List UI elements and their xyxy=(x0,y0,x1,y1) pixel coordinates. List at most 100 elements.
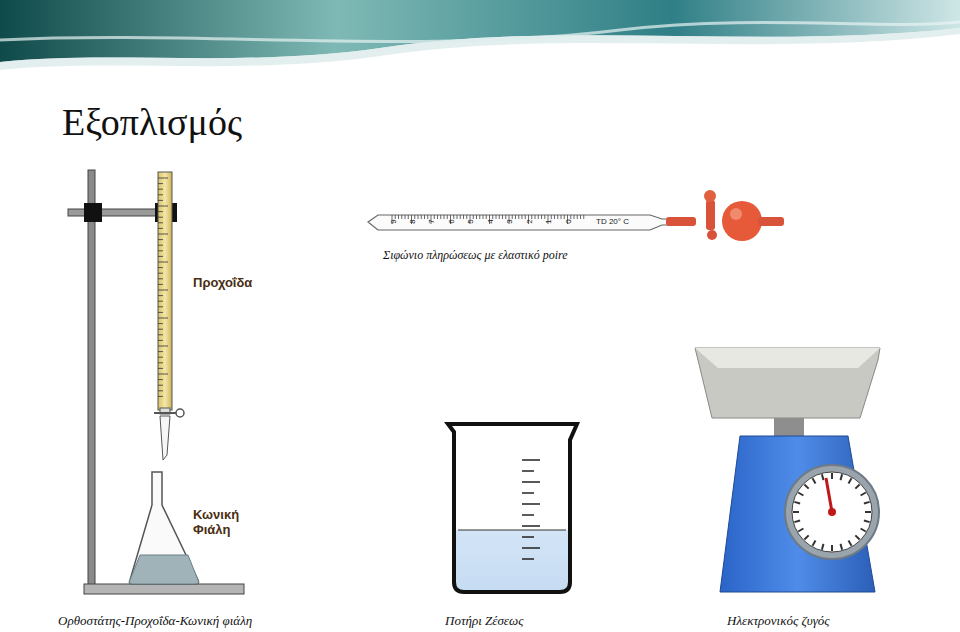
burette-tick xyxy=(158,362,163,363)
pipette-tick xyxy=(414,215,415,219)
burette-tick xyxy=(158,385,163,386)
burette-tick xyxy=(158,200,163,201)
scale-number: 6 xyxy=(447,219,456,223)
pipette-tick xyxy=(483,215,484,219)
burette-tick xyxy=(158,206,168,207)
pipette-tick xyxy=(561,215,562,219)
burette-tick xyxy=(158,234,168,235)
part-label: Κωνική Φιάλη xyxy=(193,507,241,537)
pipette-tick xyxy=(574,215,575,219)
pipette-tick xyxy=(405,215,406,219)
dial-tick xyxy=(804,484,808,488)
beaker-tick xyxy=(522,492,534,494)
caption: Ορθοστάτης-Προχοΐδα-Κωνική φιάλη xyxy=(58,613,252,629)
caption: Ηλεκτρονικός ζυγός xyxy=(727,613,830,629)
beaker-tick xyxy=(522,536,534,538)
pipette-tick xyxy=(551,215,552,219)
beaker-tick xyxy=(522,547,540,549)
caption: Σιφώνιο πληρώσεως με ελαστικό poire xyxy=(383,248,568,263)
scale-number: 7 xyxy=(427,219,436,223)
pipette-tick xyxy=(515,215,516,219)
pipette-tick xyxy=(460,215,461,219)
dial-tick xyxy=(841,544,843,550)
pipette-tick xyxy=(437,215,438,219)
pipette-tick xyxy=(424,215,425,219)
burette-tick xyxy=(158,262,168,263)
dial-tick xyxy=(794,521,800,523)
dial-tick xyxy=(864,502,870,504)
burette-tick xyxy=(158,278,163,279)
pipette-tick xyxy=(512,215,513,219)
pipette-tick xyxy=(522,215,523,219)
scale-number: 5 xyxy=(466,219,475,223)
pipette-tick xyxy=(564,215,565,219)
pipette-tick xyxy=(479,215,480,219)
pipette-tick xyxy=(395,215,396,219)
burette-tick xyxy=(158,334,163,335)
pipette-tick xyxy=(440,215,441,219)
pipette-tick xyxy=(457,215,458,219)
pipette-tick xyxy=(486,215,487,219)
scale-number: 1 xyxy=(544,219,553,223)
dial-tick xyxy=(798,529,803,532)
burette-tick xyxy=(158,194,163,195)
dial-tick xyxy=(813,478,816,483)
burette-tick xyxy=(158,228,163,229)
burette-tick xyxy=(158,346,168,347)
burette-tick xyxy=(158,301,163,302)
dial-tick xyxy=(849,478,852,483)
pipette-tick xyxy=(570,215,571,219)
dial-tick xyxy=(841,474,843,480)
pipette-tick xyxy=(538,215,539,219)
beaker-tick xyxy=(522,514,534,516)
burette-tick xyxy=(158,189,163,190)
burette-tick xyxy=(158,318,168,319)
pipette-tick xyxy=(434,215,435,219)
burette-tick xyxy=(158,245,163,246)
pipette-tick xyxy=(398,215,399,219)
burette-tick xyxy=(158,250,163,251)
pipette-tick xyxy=(502,215,503,219)
dial-tick xyxy=(855,484,859,488)
burette-tick xyxy=(158,306,163,307)
burette-tick xyxy=(158,295,163,296)
dial-tick xyxy=(798,493,803,496)
burette-tick xyxy=(158,323,163,324)
beaker-tick xyxy=(522,481,540,483)
pipette-marking: TD 20° C xyxy=(596,217,629,226)
burette-tick xyxy=(158,183,163,184)
dial-tick xyxy=(849,541,852,546)
pipette-tick xyxy=(463,215,464,219)
burette-tick xyxy=(158,290,168,291)
burette-tick xyxy=(158,284,163,285)
scale-number: 2 xyxy=(525,219,534,223)
pipette-tick xyxy=(518,215,519,219)
pipette-tick xyxy=(583,215,584,219)
pipette-tick xyxy=(401,215,402,219)
dial-tick xyxy=(831,545,833,551)
pipette-tick xyxy=(535,215,536,219)
pipette-tick xyxy=(453,215,454,219)
pipette-tick xyxy=(544,215,545,219)
burette-tick xyxy=(158,351,163,352)
scale-number: 3 xyxy=(505,219,514,223)
beaker-tick xyxy=(522,503,540,505)
scale-number: 9 xyxy=(389,219,398,223)
burette-tick xyxy=(158,368,163,369)
dial-tick xyxy=(861,493,866,496)
dial-tick xyxy=(865,511,871,513)
pipette-tick xyxy=(476,215,477,219)
beaker-tick xyxy=(522,558,534,560)
pipette-tick xyxy=(466,215,467,219)
burette-tick xyxy=(158,379,163,380)
dial-tick xyxy=(831,473,833,479)
dial-tick xyxy=(794,502,800,504)
beaker-tick xyxy=(522,459,540,461)
caption: Ποτήρι Ζέσεως xyxy=(445,613,523,629)
dial-tick xyxy=(861,529,866,532)
burette-tick xyxy=(158,222,163,223)
dial-tick xyxy=(793,511,799,513)
burette-tick xyxy=(158,217,163,218)
dial-tick xyxy=(822,474,824,480)
